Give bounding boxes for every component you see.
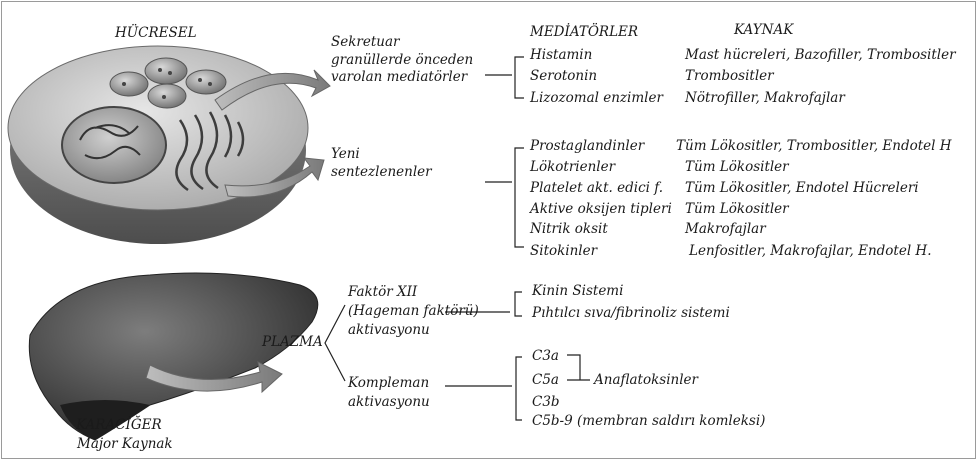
mediator-name: Nitrik oksit	[530, 221, 608, 237]
complement-item: C3b	[532, 394, 560, 410]
plasma-label: PLAZMA	[262, 334, 323, 350]
complement-item: C5b-9 (membran saldırı komleksi)	[532, 413, 765, 429]
mediator-source: Tüm Lökositler, Trombositler, Endotel H	[676, 138, 952, 154]
liver-subtitle: Major Kaynak	[77, 436, 173, 452]
mediator-name: Platelet akt. edici f.	[530, 180, 663, 196]
mediator-name: Histamin	[530, 47, 592, 63]
complement-item: C5a	[532, 372, 559, 388]
nucleus-icon	[62, 107, 166, 183]
liver-title: KARACİĞER	[76, 417, 162, 433]
mediator-name: Serotonin	[530, 68, 597, 84]
kinin-system-label: Kinin Sistemi	[532, 283, 623, 299]
complement-label: Kompleman aktivasyonu	[348, 374, 430, 412]
mediator-source: Tüm Lökositler	[685, 201, 789, 217]
connector-lines	[325, 57, 590, 420]
mediator-name: Lizozomal enzimler	[530, 90, 663, 106]
mediator-name: Aktive oksijen tipleri	[530, 201, 672, 217]
pre-formed-label: Sekretuar granüllerde önceden varolan me…	[331, 34, 473, 87]
source-header: KAYNAK	[734, 22, 793, 38]
mediator-source: Tüm Lökositler	[685, 159, 789, 175]
mediator-source: Makrofajlar	[685, 221, 766, 237]
mediator-name: Sitokinler	[530, 243, 597, 259]
mediators-header: MEDİATÖRLER	[530, 24, 638, 40]
complement-item: C3a	[532, 348, 559, 364]
cell-illustration	[8, 46, 330, 244]
liver-illustration	[29, 273, 318, 440]
cell-title: HÜCRESEL	[115, 25, 197, 41]
factor-xii-label: Faktör XII (Hageman faktörü) aktivasyonu	[348, 283, 479, 340]
mediator-name: Lökotrienler	[530, 159, 615, 175]
mediator-source: Tüm Lökositler, Endotel Hücreleri	[685, 180, 919, 196]
newly-synthesized-label: Yeni sentezlenenler	[331, 145, 432, 181]
mediator-name: Prostaglandinler	[530, 138, 644, 154]
mediator-source: Trombositler	[685, 68, 774, 84]
mediator-source: Lenfositler, Makrofajlar, Endotel H.	[689, 243, 932, 259]
mediator-source: Nötrofiller, Makrofajlar	[685, 90, 845, 106]
anaphylatoxins-label: Anaflatoksinler	[594, 372, 698, 388]
mediator-source: Mast hücreleri, Bazofiller, Trombositler	[685, 47, 956, 63]
coagulation-system-label: Pıhtılcı sıva/fibrinoliz sistemi	[532, 305, 730, 321]
